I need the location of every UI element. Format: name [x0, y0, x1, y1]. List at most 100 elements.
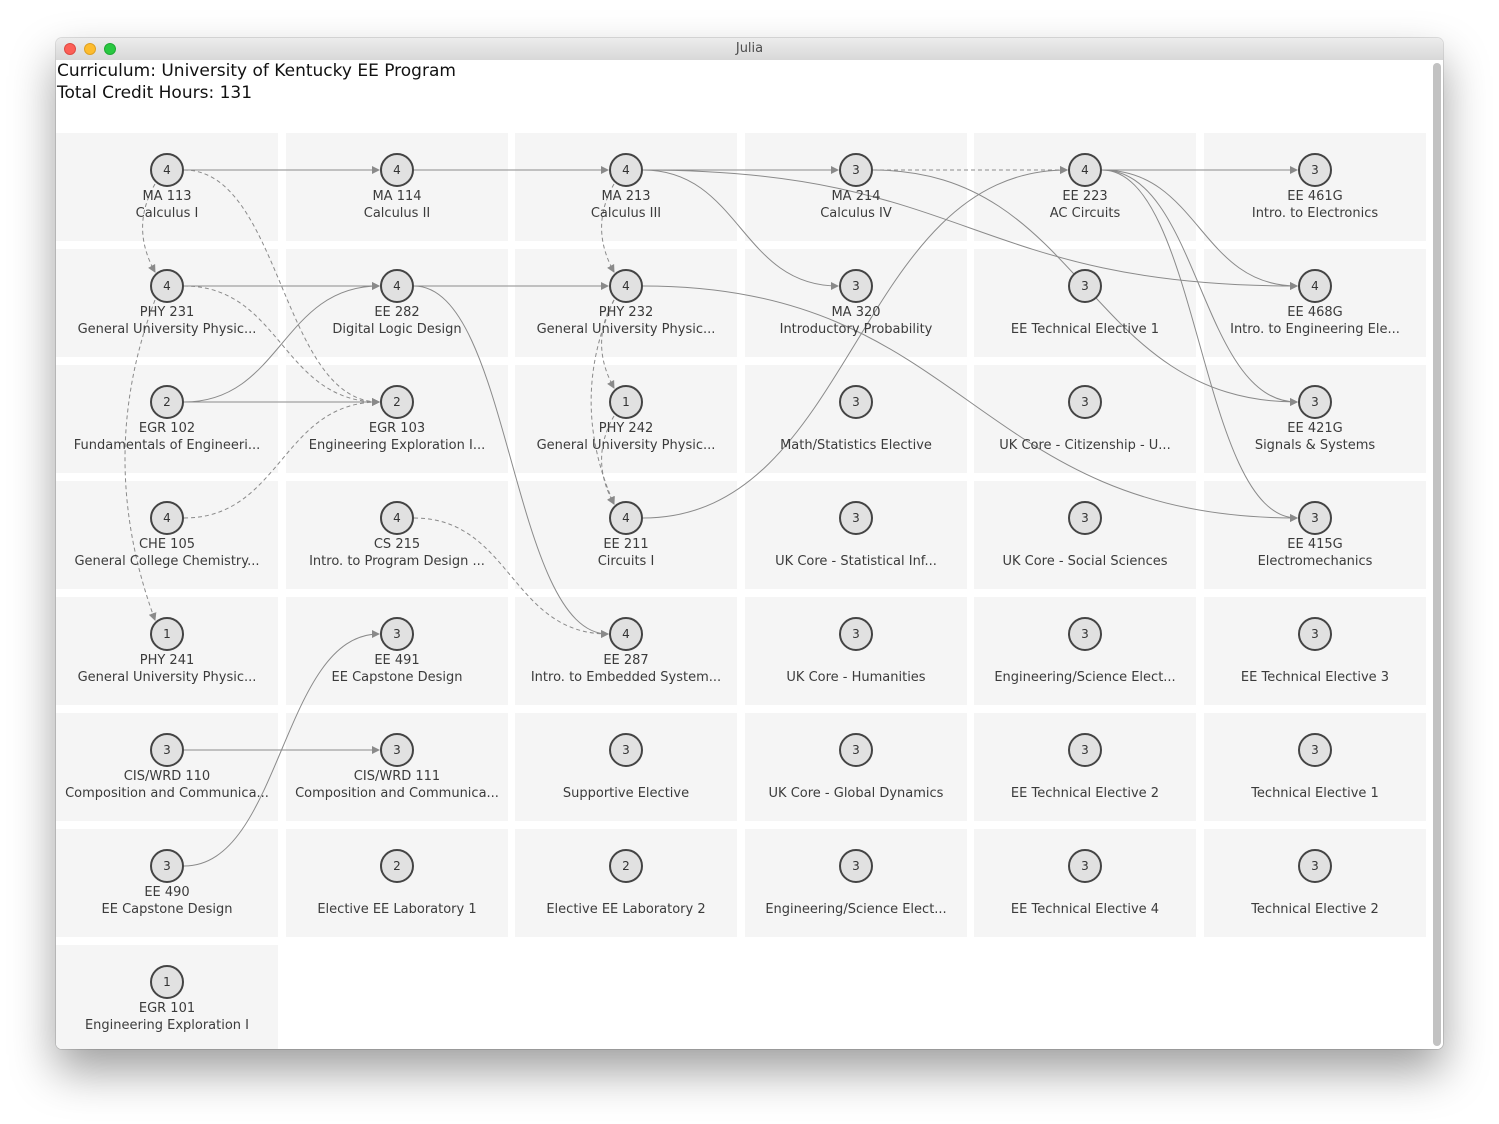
course-node[interactable]: 3 — [1298, 733, 1332, 767]
course-node[interactable]: 3 — [1298, 501, 1332, 535]
course-node[interactable]: 1 — [150, 965, 184, 999]
course-node[interactable]: 3 — [1068, 849, 1102, 883]
course-node[interactable]: 3 — [839, 153, 873, 187]
title-bar: Julia — [56, 38, 1443, 61]
course-node[interactable]: 3 — [609, 733, 643, 767]
course-code: EE 211 — [603, 537, 649, 552]
course-node[interactable]: 3 — [839, 849, 873, 883]
course-node[interactable]: 3 — [150, 733, 184, 767]
course-node[interactable]: 4 — [1298, 269, 1332, 303]
course-node[interactable]: 3 — [1068, 385, 1102, 419]
total-credit-hours: Total Credit Hours: 131 — [57, 83, 253, 103]
course-node[interactable]: 4 — [609, 617, 643, 651]
zoom-button[interactable] — [104, 43, 116, 55]
course-node[interactable]: 4 — [609, 269, 643, 303]
course-node[interactable]: 4 — [150, 269, 184, 303]
course-node[interactable]: 4 — [1068, 153, 1102, 187]
course-node[interactable]: 3 — [1068, 501, 1102, 535]
course-node[interactable]: 3 — [150, 849, 184, 883]
course-node[interactable]: 3 — [380, 733, 414, 767]
course-node[interactable]: 3 — [1298, 849, 1332, 883]
course-node[interactable]: 3 — [1298, 385, 1332, 419]
course-name: General University Physic... — [536, 322, 716, 337]
course-node[interactable]: 3 — [1298, 153, 1332, 187]
course-node[interactable]: 2 — [150, 385, 184, 419]
course-node[interactable]: 3 — [839, 733, 873, 767]
course-cell[interactable]: 3 EE Technical Elective 2 — [974, 713, 1196, 821]
course-name: UK Core - Humanities — [786, 670, 926, 685]
minimize-button[interactable] — [84, 43, 96, 55]
course-node[interactable]: 3 — [1068, 617, 1102, 651]
course-node[interactable]: 2 — [609, 849, 643, 883]
course-node[interactable]: 3 — [1298, 617, 1332, 651]
course-node[interactable]: 4 — [609, 501, 643, 535]
course-node[interactable]: 3 — [839, 385, 873, 419]
curriculum-name: Curriculum: University of Kentucky EE Pr… — [57, 61, 456, 81]
course-node[interactable]: 3 — [1068, 269, 1102, 303]
course-node[interactable]: 3 — [380, 617, 414, 651]
close-button[interactable] — [64, 43, 76, 55]
course-node[interactable]: 4 — [150, 501, 184, 535]
course-node[interactable]: 2 — [380, 849, 414, 883]
course-name: Math/Statistics Elective — [780, 438, 932, 453]
course-node[interactable]: 3 — [1068, 733, 1102, 767]
course-node[interactable]: 3 — [839, 617, 873, 651]
course-node[interactable]: 4 — [380, 153, 414, 187]
course-code: EE 282 — [374, 305, 420, 320]
course-node[interactable]: 3 — [839, 269, 873, 303]
course-node[interactable]: 1 — [609, 385, 643, 419]
course-node[interactable]: 4 — [380, 269, 414, 303]
course-node[interactable]: 4 — [150, 153, 184, 187]
course-cell[interactable]: 3 UK Core - Humanities — [745, 597, 967, 705]
course-node[interactable]: 4 — [609, 153, 643, 187]
course-code: EE 468G — [1287, 305, 1343, 320]
course-node[interactable]: 4 — [380, 501, 414, 535]
course-name: EE Technical Elective 2 — [1010, 786, 1160, 801]
course-node[interactable]: 2 — [380, 385, 414, 419]
vertical-scrollbar[interactable] — [1433, 63, 1441, 1046]
course-node[interactable]: 1 — [150, 617, 184, 651]
course-node[interactable]: 3 — [839, 501, 873, 535]
